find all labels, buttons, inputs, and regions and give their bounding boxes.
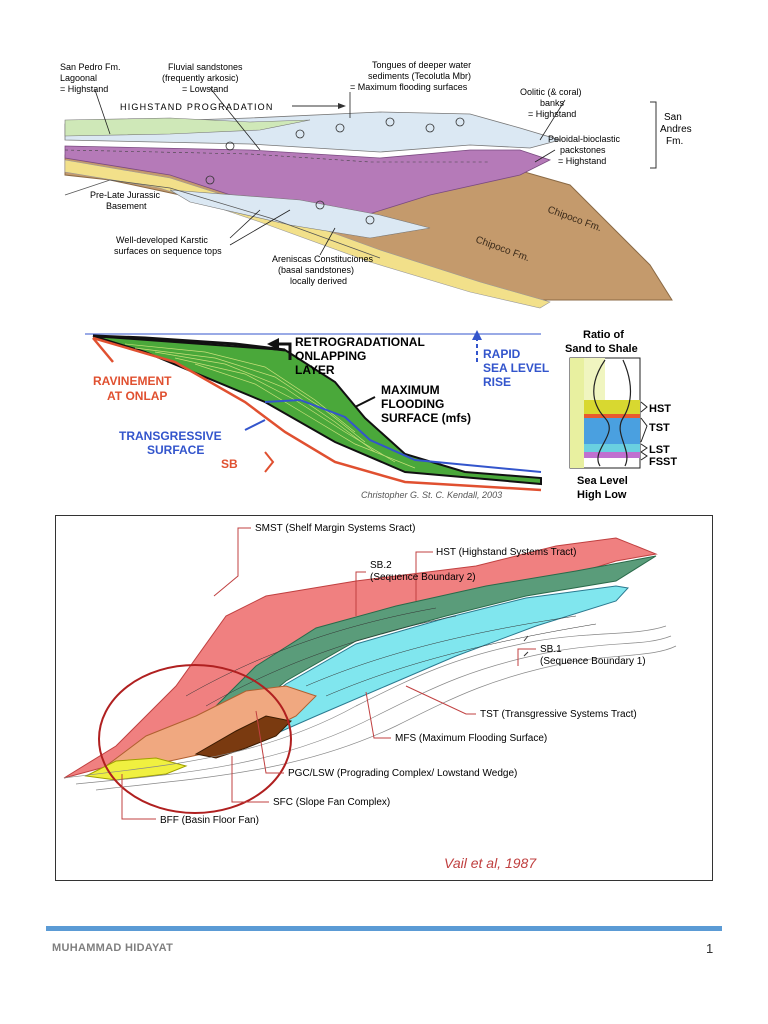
label-karstic-2: surfaces on sequence tops bbox=[114, 246, 222, 256]
footer-page-number: 1 bbox=[706, 941, 714, 956]
label-maximum: MAXIMUM bbox=[381, 383, 440, 397]
label-tongues-3: = Maximum flooding surfaces bbox=[350, 82, 468, 92]
label-oolitic-1: Oolitic (& coral) bbox=[520, 87, 582, 97]
label-smst: SMST (Shelf Margin Systems Sract) bbox=[255, 523, 415, 534]
label-sb2-1: SB.2 bbox=[370, 560, 392, 571]
label-tongues-1: Tongues of deeper water bbox=[372, 60, 471, 70]
label-hst: HST (Highstand Systems Tract) bbox=[436, 547, 576, 558]
label-tongues-2: sediments (Tecolutla Mbr) bbox=[368, 71, 471, 81]
label-rise: RISE bbox=[483, 375, 511, 389]
label-san-andres-1: San bbox=[664, 112, 682, 123]
label-sand-to-shale: Sand to Shale bbox=[565, 343, 638, 355]
label-sb1-2: (Sequence Boundary 1) bbox=[540, 656, 646, 667]
label-san-pedro-3: = Highstand bbox=[60, 84, 108, 94]
footer-divider bbox=[46, 926, 722, 931]
label-san-andres-3: Fm. bbox=[666, 136, 683, 147]
label-sea-level: SEA LEVEL bbox=[483, 361, 549, 375]
label-tst-ratio: TST bbox=[649, 422, 670, 434]
label-san-andres-2: Andres bbox=[660, 124, 692, 135]
label-san-pedro: San Pedro Fm. bbox=[60, 62, 121, 72]
label-surface: SURFACE bbox=[147, 443, 204, 457]
label-fluvial-1: Fluvial sandstones bbox=[168, 62, 243, 72]
label-oolitic-3: = Highstand bbox=[528, 109, 576, 119]
figure-retrogradational-onlap: RETROGRADATIONAL ONLAPPING LAYER RAPID S… bbox=[85, 322, 685, 507]
label-onlapping: ONLAPPING bbox=[295, 349, 366, 363]
label-highstand-progradation: HIGHSTAND PROGRADATION bbox=[120, 102, 274, 112]
label-fsst-ratio: FSST bbox=[649, 456, 677, 468]
label-rapid: RAPID bbox=[483, 347, 521, 361]
label-at-onlap: AT ONLAP bbox=[107, 389, 167, 403]
label-sb: SB bbox=[221, 457, 238, 471]
label-areniscas-2: (basal sandstones) bbox=[278, 265, 354, 275]
label-lst-ratio: LST bbox=[649, 444, 670, 456]
label-sfc: SFC (Slope Fan Complex) bbox=[273, 797, 390, 808]
label-hst-ratio: HST bbox=[649, 403, 671, 415]
label-sb1-1: SB.1 bbox=[540, 644, 562, 655]
credit-kendall: Christopher G. St. C. Kendall, 2003 bbox=[361, 490, 502, 500]
label-layer: LAYER bbox=[295, 363, 335, 377]
label-sb2-2: (Sequence Boundary 2) bbox=[370, 572, 476, 583]
label-surface-mfs: SURFACE (mfs) bbox=[381, 411, 471, 425]
figure-san-andres-cross-section: San Pedro Fm. Lagoonal = Highstand Fluvi… bbox=[50, 50, 730, 310]
label-areniscas-3: locally derived bbox=[290, 276, 347, 286]
label-pgc: PGC/LSW (Prograding Complex/ Lowstand We… bbox=[288, 768, 517, 779]
label-fluvial-2: (frequently arkosic) bbox=[162, 73, 239, 83]
label-mfs: MFS (Maximum Flooding Surface) bbox=[395, 733, 547, 744]
label-ratio-of: Ratio of bbox=[583, 329, 624, 341]
label-san-pedro-2: Lagoonal bbox=[60, 73, 97, 83]
systems-tracts-diagram: SMST (Shelf Margin Systems Sract) HST (H… bbox=[63, 523, 677, 871]
onlap-diagram: RETROGRADATIONAL ONLAPPING LAYER RAPID S… bbox=[85, 329, 677, 501]
label-sea-level-axis: Sea Level bbox=[577, 475, 628, 487]
label-peloidal-2: packstones bbox=[560, 145, 606, 155]
label-areniscas-1: Areniscas Constituciones bbox=[272, 254, 374, 264]
figure-systems-tracts-vail: SMST (Shelf Margin Systems Sract) HST (H… bbox=[55, 515, 713, 881]
label-peloidal-1: Peloidal-bioclastic bbox=[548, 134, 621, 144]
footer-author: MUHAMMAD HIDAYAT bbox=[52, 942, 174, 954]
san-andres-diagram: San Pedro Fm. Lagoonal = Highstand Fluvi… bbox=[60, 60, 692, 309]
label-ravinement: RAVINEMENT bbox=[93, 374, 172, 388]
label-high-low: High Low bbox=[577, 489, 627, 501]
label-flooding: FLOODING bbox=[381, 397, 444, 411]
label-peloidal-3: = Highstand bbox=[558, 156, 606, 166]
label-prelate-2: Basement bbox=[106, 201, 147, 211]
label-transgressive: TRANSGRESSIVE bbox=[119, 429, 222, 443]
label-karstic-1: Well-developed Karstic bbox=[116, 235, 208, 245]
label-bff: BFF (Basin Floor Fan) bbox=[160, 815, 259, 826]
label-fluvial-3: = Lowstand bbox=[182, 84, 228, 94]
label-tst: TST (Transgressive Systems Tract) bbox=[480, 709, 637, 720]
label-oolitic-2: banks bbox=[540, 98, 565, 108]
credit-vail: Vail et al, 1987 bbox=[444, 855, 537, 871]
label-prelate-1: Pre-Late Jurassic bbox=[90, 190, 161, 200]
label-retrogradational: RETROGRADATIONAL bbox=[295, 335, 425, 349]
